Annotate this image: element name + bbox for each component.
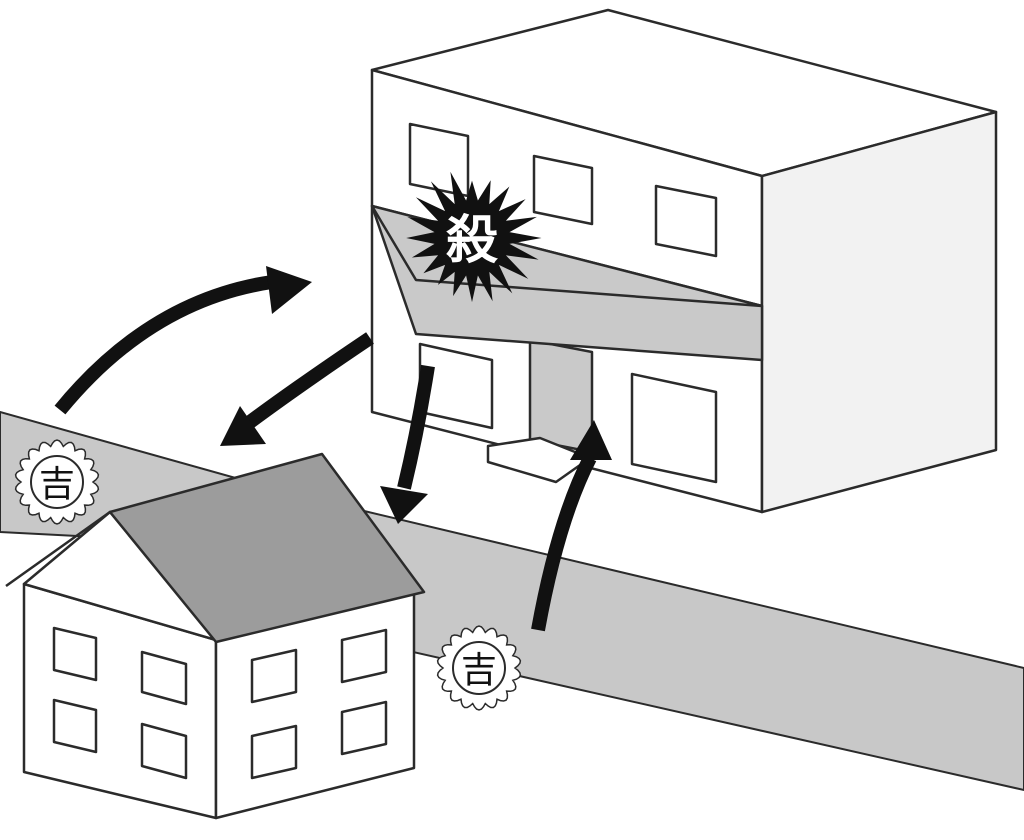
house-window — [140, 650, 188, 706]
small-house — [5, 452, 426, 820]
house-window — [250, 648, 298, 704]
kichi-character: 吉 — [39, 464, 75, 505]
curved-arrow-icon — [531, 454, 597, 632]
arrowhead — [220, 406, 266, 446]
badge-inner-ring — [30, 455, 84, 509]
house-roof — [108, 452, 426, 644]
building-side-face — [760, 110, 998, 514]
building-window — [532, 154, 594, 226]
sha-burst: 殺 — [406, 171, 542, 303]
badge-inner-ring — [452, 641, 506, 695]
kichi-character: 吉 — [461, 650, 497, 691]
scalloped-seal-icon — [14, 439, 100, 525]
scalloped-seal-icon — [436, 625, 522, 711]
house-window — [340, 628, 388, 684]
house-window — [52, 698, 98, 754]
kichi-badge-center: 吉 — [436, 625, 522, 711]
house-window — [250, 724, 298, 780]
building-door — [528, 338, 594, 454]
energy-arrows — [54, 266, 612, 632]
building-window — [654, 184, 718, 258]
sha-character: 殺 — [446, 211, 498, 271]
house-window — [340, 700, 388, 756]
arrowhead — [380, 486, 428, 524]
arrowhead — [266, 266, 312, 314]
house-eave — [5, 510, 111, 588]
arrowhead — [570, 420, 612, 460]
curved-arrow-icon — [54, 275, 274, 415]
kichi-badge-left: 吉 — [14, 439, 100, 525]
curved-arrow-icon — [245, 332, 374, 428]
door-step — [486, 436, 592, 484]
house-window — [52, 626, 98, 682]
house-window — [140, 722, 188, 780]
building-window — [630, 372, 718, 484]
building-window — [408, 122, 470, 198]
curved-arrow-icon — [397, 364, 435, 490]
explosion-burst-icon — [406, 171, 542, 303]
